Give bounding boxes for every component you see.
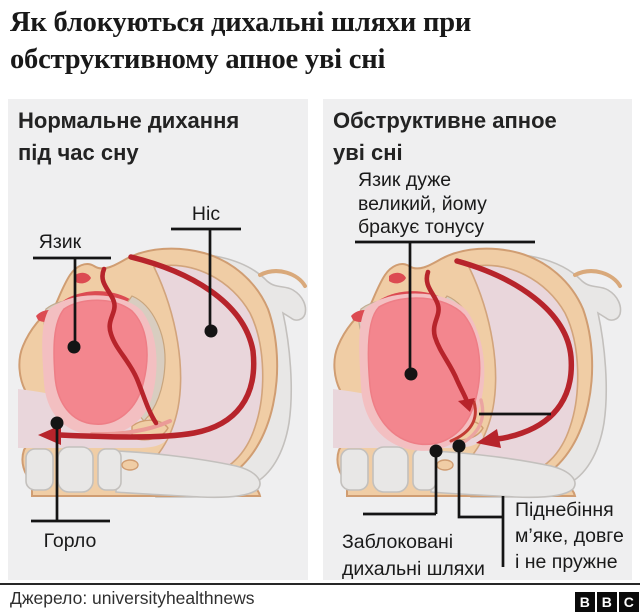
soft-palate-label: Піднебіння м’яке, довге і не пружне bbox=[515, 499, 624, 573]
main-airflow-arc bbox=[57, 254, 257, 440]
blocked-airways-label: Заблоковані дихальні шляхи bbox=[342, 531, 485, 580]
enlarged-tongue-label: Язик дуже великий, йому бракує тонусу bbox=[358, 169, 487, 238]
enlarged-tongue-shape bbox=[367, 297, 481, 446]
airflow-arrowhead bbox=[38, 425, 61, 445]
airflow-open bbox=[38, 254, 257, 445]
throat-callout-line bbox=[31, 423, 110, 523]
callouts bbox=[355, 240, 551, 567]
blocked-callout-dot bbox=[429, 444, 443, 458]
page-title-line: Як блокуються дихальні шляхи при bbox=[10, 7, 472, 38]
tongue-callout-dot bbox=[67, 340, 81, 354]
airflow-arrowhead-blocked bbox=[476, 429, 501, 448]
palate-callout-dot bbox=[452, 439, 466, 453]
callouts bbox=[31, 227, 241, 523]
panel-normal-heading: Нормальне дихання під час сну bbox=[18, 108, 240, 165]
tongue-shape bbox=[53, 299, 148, 425]
palate-callout-line bbox=[457, 446, 505, 567]
footer-divider bbox=[0, 583, 640, 586]
nose-callout-line bbox=[171, 227, 241, 331]
panel-obstructive-apnea: Обструктивне апное уві сні Язик дуже вел… bbox=[323, 99, 632, 580]
blocked-channel bbox=[449, 400, 477, 443]
tongue-callout-line bbox=[355, 240, 535, 374]
bbc-logo-block: C bbox=[619, 592, 639, 612]
normal-airway-illustration bbox=[16, 227, 308, 523]
throat-callout-dot bbox=[50, 416, 64, 430]
blocked-callout-line bbox=[363, 451, 438, 516]
panel-apnea-heading: Обструктивне апное уві сні bbox=[333, 108, 557, 165]
nasal-airflow-curve bbox=[100, 266, 159, 426]
tongue-callout-dot bbox=[404, 367, 418, 381]
airflow-blocked bbox=[424, 258, 575, 448]
page-title: Як блокуються дихальні шляхи при обструк… bbox=[10, 4, 630, 78]
panel-normal-breathing: Нормальне дихання під час сну bbox=[8, 99, 308, 580]
tongue-callout-line bbox=[33, 256, 111, 347]
nasal-airflow-curve bbox=[424, 269, 469, 402]
bbc-logo: B B C bbox=[575, 592, 639, 612]
nasal-arrowhead-blocked bbox=[458, 398, 475, 412]
bbc-logo-block: B bbox=[597, 592, 617, 612]
source-credit: Джерело: universityhealthnews bbox=[10, 588, 255, 608]
tongue-label: Язик bbox=[38, 231, 82, 253]
bbc-logo-block: B bbox=[575, 592, 595, 612]
blocked-airway-illustration bbox=[331, 240, 623, 567]
nose-label: Ніс bbox=[191, 203, 221, 225]
nose-callout-dot bbox=[204, 324, 218, 338]
page-title-line: обструктивному апное уві сні bbox=[10, 44, 386, 75]
main-airflow-arc bbox=[454, 258, 575, 442]
throat-label: Горло bbox=[43, 530, 97, 552]
